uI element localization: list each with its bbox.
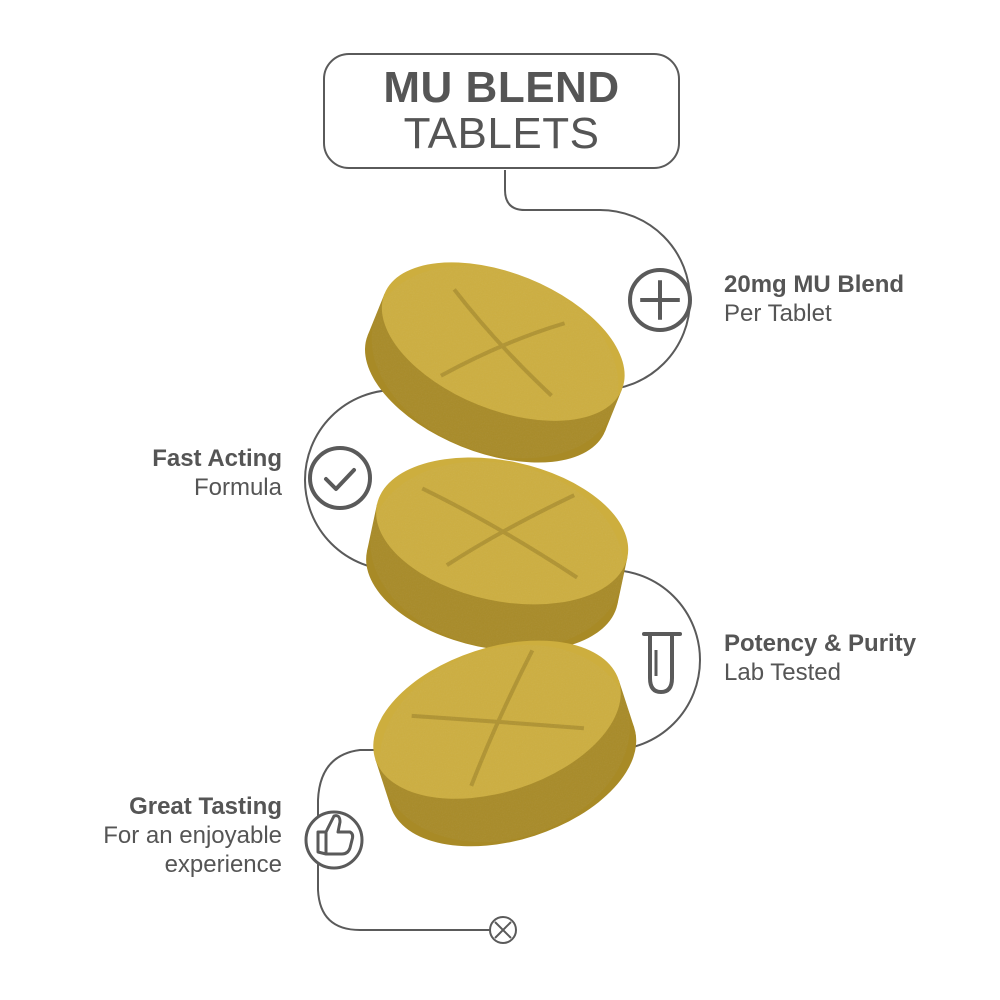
title-box: MU BLEND TABLETS bbox=[323, 53, 680, 169]
feature-taste: Great Tasting For an enjoyable experienc… bbox=[60, 793, 282, 879]
feature-heading: 20mg MU Blend bbox=[724, 271, 905, 298]
feature-fast-acting: Fast Acting Formula bbox=[100, 445, 282, 503]
tablet-middle bbox=[366, 457, 629, 652]
thumbs-up-icon bbox=[304, 810, 364, 870]
feature-subtext: Formula bbox=[193, 473, 282, 501]
test-tube-icon bbox=[640, 625, 682, 697]
end-marker-icon bbox=[489, 916, 517, 944]
circle-plus-icon bbox=[628, 268, 692, 332]
title-line-1: MU BLEND bbox=[383, 62, 620, 112]
feature-purity: Potency & Purity Lab Tested bbox=[724, 630, 916, 688]
feature-subtext-line-1: For an enjoyable bbox=[103, 821, 282, 849]
feature-subtext: Lab Tested bbox=[724, 658, 841, 686]
tablet-top bbox=[365, 262, 625, 463]
title-line-2: TABLETS bbox=[403, 109, 600, 158]
feature-heading: Great Tasting bbox=[129, 793, 282, 820]
feature-subtext: Per Tablet bbox=[724, 299, 832, 327]
tablet-bottom bbox=[373, 640, 637, 847]
circle-check-icon bbox=[308, 446, 372, 510]
feature-dosage: 20mg MU Blend Per Tablet bbox=[724, 271, 904, 329]
feature-subtext-line-2: experience bbox=[164, 850, 282, 878]
feature-heading: Fast Acting bbox=[152, 445, 282, 472]
feature-heading: Potency & Purity bbox=[724, 630, 917, 657]
